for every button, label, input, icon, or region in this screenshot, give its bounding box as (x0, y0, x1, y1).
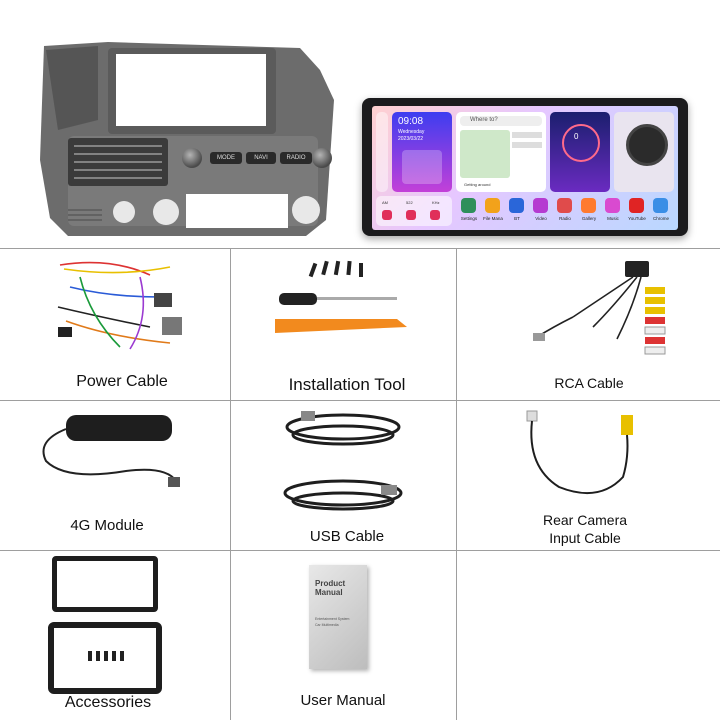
grid-line-right (456, 248, 457, 720)
radio-play-icon[interactable] (406, 210, 416, 220)
search-bar[interactable]: Where to? (460, 116, 542, 126)
radio-widget: AM 522 KHz (376, 196, 452, 226)
grid-line-bottom (0, 550, 720, 551)
cell-rca-cable: RCA Cable (457, 249, 720, 400)
car-image (402, 150, 442, 184)
cell-installation-tool: Installation Tool (231, 249, 456, 400)
bezel-shape (40, 42, 334, 236)
app-icon[interactable] (605, 198, 620, 213)
power-cable-label: Power Cable (76, 373, 168, 390)
manual-title: Product Manual (315, 579, 345, 597)
rear-camera-label-line2: Input Cable (549, 530, 621, 546)
rca-cable-label: RCA Cable (554, 375, 624, 391)
grid-line-top (0, 248, 720, 249)
radio-band: AM (382, 200, 388, 205)
app-label: Chrome (652, 216, 669, 221)
usb-cable-image (283, 411, 403, 511)
date-text: 2023/03/22 (398, 136, 424, 142)
map-image (460, 130, 510, 178)
rear-camera-label: Rear Camera Input Cable (457, 511, 713, 547)
dash-bezel: MODE NAVI RADIO (38, 40, 334, 236)
radio-button-label: RADIO (280, 152, 312, 164)
cell-empty (457, 551, 720, 720)
usb-cable-label: USB Cable (309, 528, 385, 545)
cell-power-cable: Power Cable (0, 249, 230, 400)
screws-image (88, 651, 124, 661)
installation-tool-image (275, 260, 407, 333)
unit-screen: 09:08 Wednesday 2023/03/22 Where to? Get… (372, 106, 678, 230)
4g-module-image (42, 415, 180, 487)
mode-button-label: MODE (210, 152, 242, 164)
radio-unit: KHz (432, 200, 440, 205)
installation-tool-label: Installation Tool (288, 375, 406, 394)
manual-booklet: Product Manual Entertainment System Car … (309, 565, 367, 669)
app-icon[interactable] (533, 198, 548, 213)
user-manual-label: User Manual (300, 692, 386, 709)
search-placeholder: Where to? (470, 117, 498, 123)
cell-accessories: Accessories (0, 551, 230, 720)
frame-top (52, 556, 158, 612)
rca-cable-image (533, 261, 666, 355)
rear-camera-label-line1: Rear Camera (542, 512, 628, 528)
app-label: Music (607, 216, 619, 221)
cell-usb-cable: USB Cable (231, 401, 456, 550)
clock-card: 09:08 Wednesday 2023/03/22 (392, 112, 452, 192)
app-label: BT (514, 216, 520, 221)
app-icon[interactable] (581, 198, 596, 213)
app-label: File Mana (483, 216, 503, 221)
app-icon[interactable] (461, 198, 476, 213)
app-icon[interactable] (653, 198, 668, 213)
side-dock (376, 112, 388, 192)
app-icon[interactable] (509, 198, 524, 213)
grid-line-left (230, 248, 231, 720)
map-card: Where to? Getting around (456, 112, 546, 192)
product-hero: MODE NAVI RADIO 09:08 Wednesday 2023/03/… (0, 0, 720, 245)
app-label: YouTube (628, 216, 646, 221)
day-text: Wednesday (398, 129, 425, 135)
app-label: Settings (460, 216, 478, 221)
manual-subtitle-2: Car Multimedia (315, 623, 339, 627)
volume-knob (182, 148, 202, 168)
route-info (512, 132, 542, 138)
app-label: Video (535, 216, 547, 221)
map-caption: Getting around (464, 182, 491, 187)
power-cable-image (57, 261, 182, 350)
cell-4g-module: 4G Module (0, 401, 230, 550)
frame-bottom (48, 622, 162, 694)
rear-camera-cable-image (526, 410, 633, 494)
cell-user-manual: Product Manual Entertainment System Car … (231, 551, 456, 720)
speed-card: 0 (550, 112, 610, 192)
head-unit: 09:08 Wednesday 2023/03/22 Where to? Get… (362, 98, 688, 236)
speed-gauge (562, 124, 600, 162)
accessories-label: Accessories (64, 694, 152, 711)
manual-title-line1: Product (315, 579, 346, 588)
clock-text: 09:08 (398, 116, 424, 127)
manual-subtitle: Entertainment System (315, 617, 350, 621)
route-info-2 (512, 142, 542, 148)
watch-card (614, 112, 674, 192)
app-label: Gallery (581, 216, 597, 221)
app-icon[interactable] (629, 198, 644, 213)
tune-knob (312, 148, 332, 168)
navi-button-label: NAVI (246, 152, 276, 164)
grid-line-middle (0, 400, 720, 401)
app-icon[interactable] (557, 198, 572, 213)
radio-prev-icon[interactable] (382, 210, 392, 220)
cell-rear-camera-cable: Rear Camera Input Cable (457, 401, 720, 550)
app-icon[interactable] (485, 198, 500, 213)
4g-module-label: 4G Module (70, 517, 144, 534)
watch-face (626, 124, 668, 166)
radio-frequency: 522 (406, 200, 413, 205)
app-label: Radio (559, 216, 571, 221)
speed-value: 0 (574, 132, 579, 141)
manual-title-line2: Manual (315, 588, 343, 597)
radio-next-icon[interactable] (430, 210, 440, 220)
